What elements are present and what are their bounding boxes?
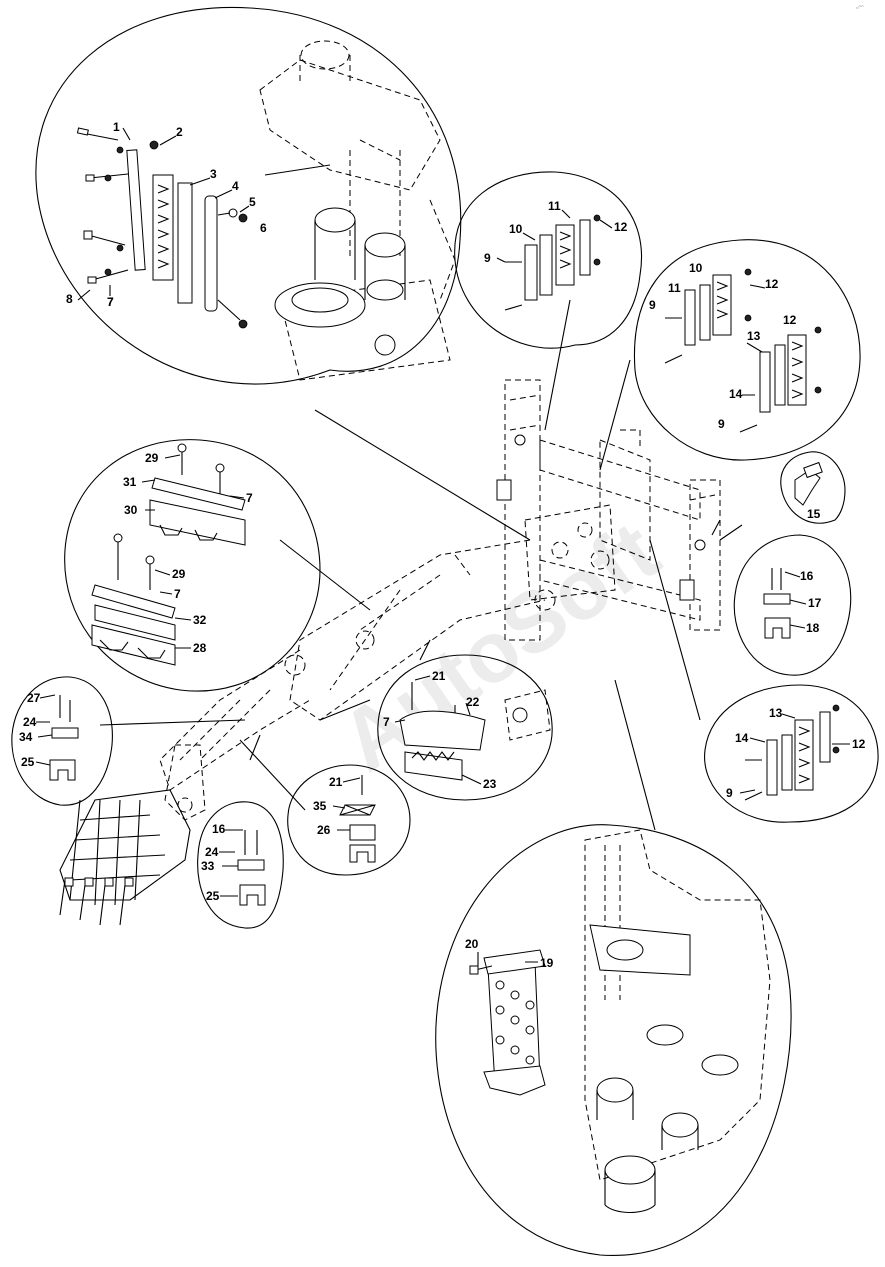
callout: 9 [484,251,491,265]
callout: 32 [193,613,207,627]
callout: 7 [174,587,181,601]
detail-bubble-clamp-c [733,534,852,676]
callout: 15 [807,507,821,521]
clamp-teeth [157,184,170,269]
leader-lines [99,164,743,831]
callout: 35 [313,799,327,813]
callout: 27 [27,691,41,705]
callout: 3 [210,167,217,181]
callout: 19 [540,956,554,970]
detail-bubble-clamp-f [377,654,553,801]
callout: 7 [107,295,114,309]
callout: 9 [718,417,725,431]
callout: 8 [66,292,73,306]
callout: 14 [735,731,749,745]
callout: 7 [246,491,253,505]
detail-bubble-clamp-b [633,239,861,461]
callout: 11 [668,281,681,295]
callout: 16 [212,822,226,836]
callout: 9 [726,786,733,800]
callout: 10 [509,222,523,236]
detail-bubble-clamp-d [704,684,879,823]
callout: 10 [689,261,703,275]
callout: 26 [317,823,331,837]
callout: 23 [483,777,497,791]
callout: 5 [249,195,256,209]
callout: 7 [107,295,114,309]
callout: 31 [123,475,137,489]
callout: 22 [466,695,480,709]
detail-bubble-clamp-a [454,171,642,349]
callout: 4 [232,179,239,193]
callout: 7 [383,715,390,729]
detail-bubble-elbow-fitting [780,451,846,524]
callout: 12 [765,277,779,291]
callout: 17 [808,596,822,610]
callout: 1 [113,120,120,134]
callout: 12 [852,737,866,751]
detail-bubble-clamp-i [197,801,284,929]
callout: 29 [172,567,186,581]
callout: 6 [260,221,267,235]
callout: 30 [124,503,138,517]
callout: 18 [806,621,820,635]
callout: 13 [747,329,761,343]
callout: 12 [783,313,797,327]
callout-ticks [35,127,850,966]
detail-bubble-valve-block [435,824,792,1256]
callout: 11 [548,199,561,213]
callout: 29 [145,451,159,465]
callout: 21 [329,775,343,789]
callout: 25 [21,755,35,769]
callout-labels: 1 2 3 4 5 6 7 8 7 9 10 11 12 9 10 11 12 … [19,120,866,970]
callout: 33 [201,859,215,873]
callout: 25 [206,889,220,903]
callout: 16 [800,569,814,583]
callout: 21 [432,669,446,683]
main-boom-assembly [59,379,721,926]
callout: 24 [23,715,37,729]
callout: 9 [649,298,656,312]
detail-bubble-clamp-e [64,439,321,692]
callout: 20 [465,937,479,951]
callout: 12 [614,220,628,234]
corner-mark: ▫ᵔᵔ [856,5,864,12]
callout: 24 [205,845,219,859]
detail-bubble-clamp-h [287,764,411,876]
callout: 14 [729,387,743,401]
callout: 28 [193,641,207,655]
detail-bubble-clamp-g [11,676,113,806]
callout: 34 [19,730,33,744]
callout: 13 [769,706,783,720]
callout: 2 [176,125,183,139]
watermark: AutoSoft [323,503,675,790]
detail-bubble-upper-pivot [35,6,462,385]
